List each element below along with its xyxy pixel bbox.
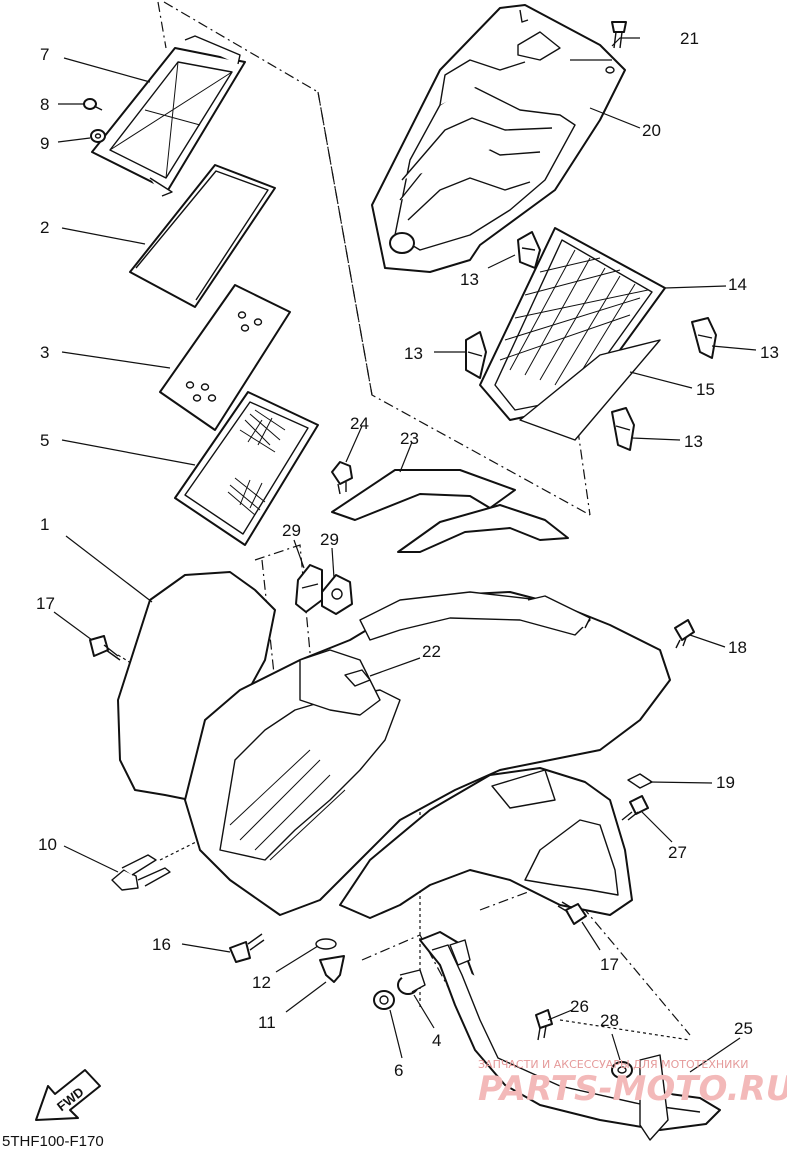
part-23-bracket: [331, 469, 569, 553]
callout-15: 15: [696, 380, 715, 399]
callout-1: 1: [40, 515, 49, 534]
callout-28: 28: [600, 1011, 619, 1030]
callout-13-c: 13: [760, 343, 779, 362]
callout-25: 25: [734, 1019, 753, 1038]
part-1-front-fender: [117, 571, 671, 919]
callout-8: 8: [40, 95, 49, 114]
callout-20: 20: [642, 121, 661, 140]
callout-29-b: 29: [320, 530, 339, 549]
callout-9: 9: [40, 134, 49, 153]
leader-lines: [53, 37, 757, 1073]
callout-5: 5: [40, 431, 49, 450]
part-13-clip-b: [465, 331, 487, 379]
callout-27: 27: [668, 843, 687, 862]
callout-21: 21: [680, 29, 699, 48]
callout-10: 10: [38, 835, 57, 854]
part-24-rivet: [331, 461, 353, 495]
part-21-screw: [605, 21, 627, 74]
part-7-filter-frame: [91, 35, 246, 197]
callout-3: 3: [40, 343, 49, 362]
part-12-washer: [315, 938, 337, 950]
callout-2: 2: [40, 218, 49, 237]
callout-16: 16: [152, 935, 171, 954]
part-13-clip-a: [517, 231, 541, 269]
callout-29-a: 29: [282, 521, 301, 540]
callout-24: 24: [350, 414, 369, 433]
callout-13-a: 13: [460, 270, 479, 289]
part-13-clip-c: [691, 317, 717, 359]
part-22-pad: [344, 669, 371, 687]
part-27-bolt: [621, 795, 649, 821]
part-10-connector: [111, 854, 171, 891]
part-5-mesh-screen: [174, 391, 319, 546]
part-26-bolt: [535, 1009, 553, 1041]
part-11-grommet: [319, 955, 345, 983]
part-13-clip-d: [611, 407, 635, 451]
callout-6: 6: [394, 1061, 403, 1080]
part-28-nut: [611, 1061, 633, 1079]
part-20-front-panel: [371, 4, 626, 273]
callout-4: 4: [432, 1031, 441, 1050]
part-16-bolt: [229, 933, 265, 963]
callout-7: 7: [40, 45, 49, 64]
part-4-collar: [397, 969, 426, 995]
part-17-bolt-a: [89, 635, 121, 661]
callout-26: 26: [570, 997, 589, 1016]
part-2-filter-element: [129, 164, 276, 308]
part-29-damper-a: [295, 564, 323, 613]
callout-12: 12: [252, 973, 271, 992]
callout-18: 18: [728, 638, 747, 657]
callout-19: 19: [716, 773, 735, 792]
part-14-grille: [479, 227, 666, 421]
part-3-plate: [159, 284, 291, 431]
callout-labels: 7 8 9 2 3 5 1 17 21 20 13 14 13 13 15 13…: [36, 29, 779, 1080]
watermark-line1: ЗАПЧАСТИ И АКСЕССУАРЫ ДЛЯ МОТОТЕХНИКИ: [478, 1058, 748, 1071]
callout-13-b: 13: [404, 344, 423, 363]
watermark: ЗАПЧАСТИ И АКСЕССУАРЫ ДЛЯ МОТОТЕХНИКИ PA…: [478, 1058, 787, 1109]
callout-17-b: 17: [600, 955, 619, 974]
part-15-mesh-backing: [519, 339, 661, 441]
part-17-bolt-b: [557, 901, 587, 925]
part-19-tab: [627, 773, 653, 789]
diagram-code: 5THF100-F170: [2, 1133, 104, 1149]
callout-23: 23: [400, 429, 419, 448]
callout-14: 14: [728, 275, 747, 294]
callout-22: 22: [422, 642, 441, 661]
callout-11: 11: [258, 1013, 276, 1032]
part-6-grommet: [373, 990, 395, 1010]
part-8-screw: [83, 98, 103, 111]
part-25-bumper-guard: [419, 931, 721, 1141]
fwd-arrow-icon: FWD: [35, 1069, 101, 1121]
watermark-line2: PARTS-MOTO.RU: [478, 1069, 787, 1109]
callout-13-d: 13: [684, 432, 703, 451]
part-9-washer: [90, 129, 106, 143]
callout-17-a: 17: [36, 594, 55, 613]
part-18-bolt: [674, 619, 695, 649]
part-29-damper-b: [321, 574, 353, 615]
